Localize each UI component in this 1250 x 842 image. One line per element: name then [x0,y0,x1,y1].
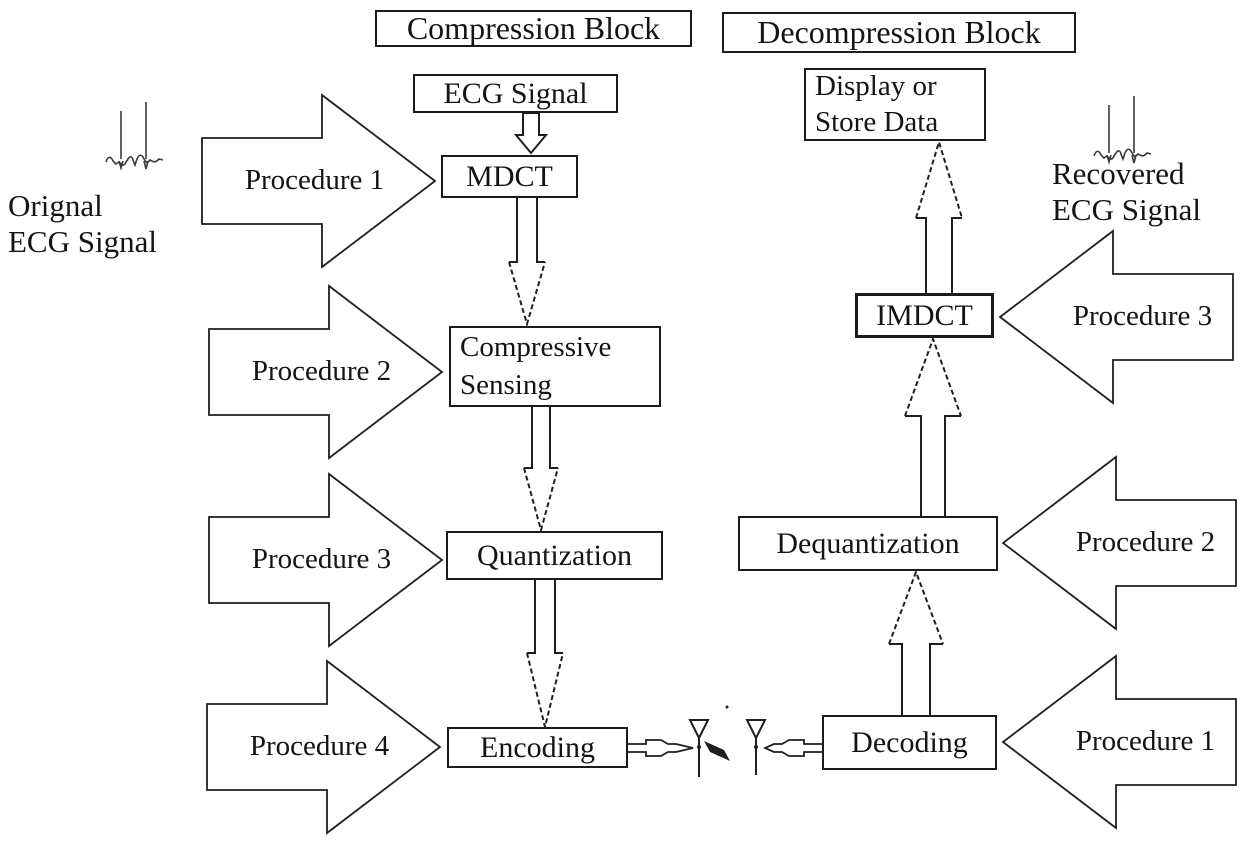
original-label-line1: Orignal [8,188,103,223]
compression-block-title: Compression Block [375,10,692,47]
flow-arrow-decoding-to-antenna [762,739,822,757]
flow-arrow-decoding-to-dequantization [888,569,944,715]
original-ecg-waveform-icon [105,102,164,171]
procedure-arrow-right-3 [998,229,1234,405]
original-label-line2: ECG Signal [8,223,157,259]
recovered-label-line1: Recovered [1052,156,1185,191]
quantization-box: Quantization [446,531,663,580]
procedure-1-right-label: Procedure 1 [1075,725,1216,757]
compressive-sensing-box: Compressive Sensing [449,326,661,407]
procedure-3-right-label: Procedure 3 [1072,300,1213,332]
procedure-2-right-label: Procedure 2 [1075,526,1216,558]
procedure-arrow-left-4 [206,659,442,835]
procedure-arrow-right-1 [1001,654,1237,830]
procedure-arrow-left-2 [208,284,444,460]
transmit-antenna-icon [688,705,730,777]
procedure-1-left-label: Procedure 1 [244,164,385,196]
procedure-arrow-left-3 [208,472,444,648]
recovered-ecg-waveform-icon [1093,96,1152,165]
flow-arrow-imdct-to-display [915,138,963,294]
signal-flash-icon [704,741,730,761]
recovered-label-line2: ECG Signal [1052,191,1201,227]
decompression-block-title: Decompression Block [722,12,1076,53]
flow-arrow-quantization-to-encoding [526,580,564,728]
mdct-box: MDCT [441,155,578,198]
flow-arrow-encoding-to-antenna [628,739,694,757]
flow-arrow-ecg-to-mdct [513,112,549,155]
flow-arrow-cs-to-quantization [523,407,559,534]
procedure-arrow-left-1 [201,93,437,269]
original-ecg-signal-label: Orignal ECG Signal [8,188,157,259]
procedure-arrow-right-2 [1001,455,1237,631]
procedure-3-left-label: Procedure 3 [251,543,392,575]
recovered-ecg-signal-label: Recovered ECG Signal [1052,156,1201,227]
decoding-box: Decoding [822,715,997,770]
display-store-box: Display or Store Data [804,68,986,141]
ecg-signal-box: ECG Signal [413,74,618,113]
dequantization-box: Dequantization [738,516,998,571]
imdct-box: IMDCT [855,293,994,338]
procedure-4-left-label: Procedure 4 [249,730,390,762]
encoding-box: Encoding [447,727,628,768]
flow-arrow-mdct-to-cs [508,197,546,328]
receive-antenna-icon [745,719,767,775]
procedure-2-left-label: Procedure 2 [251,355,392,387]
flow-arrow-dequantization-to-imdct [904,336,962,517]
